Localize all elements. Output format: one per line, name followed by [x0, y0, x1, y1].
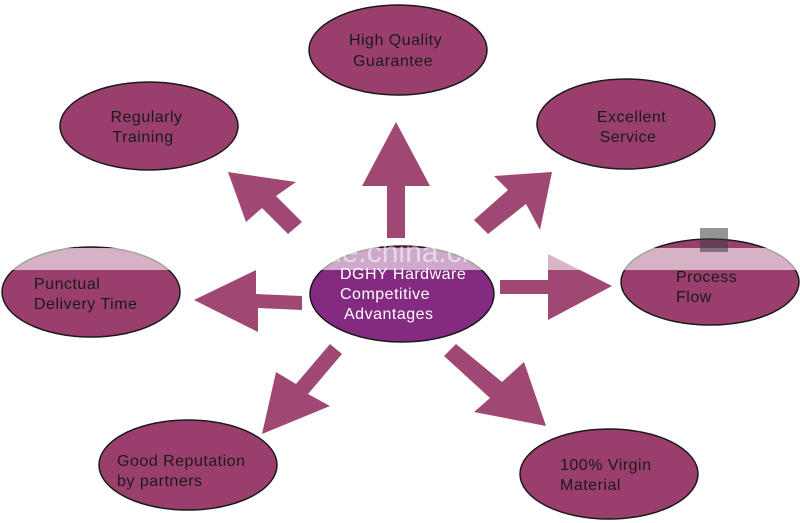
watermark-mark-left — [700, 228, 728, 252]
node-label: 100% Virgin Material — [560, 457, 656, 494]
arrow-down-left — [262, 344, 342, 434]
node-label: Punctual Delivery Time — [34, 276, 137, 313]
node-shape — [308, 4, 488, 96]
node-label-line: High Quality — [349, 32, 442, 49]
node-shape — [519, 428, 699, 520]
node-shape — [59, 81, 239, 171]
arrow-left — [194, 270, 302, 332]
arrow-up — [362, 122, 430, 238]
node-label: High Quality Guarantee — [349, 32, 447, 70]
center-label-line: DGHY Hardware — [340, 266, 466, 283]
node-good-reputation: Good Reputation by partners — [98, 419, 278, 511]
node-label-line: Punctual — [34, 276, 100, 293]
node-label-line: Delivery Time — [34, 296, 137, 313]
node-label-line: Training — [112, 129, 173, 146]
node-label-line: Process — [676, 269, 737, 286]
node-label-line: Guarantee — [353, 53, 433, 70]
node-label-line: Material — [560, 477, 621, 494]
arrow-up-right — [474, 172, 552, 234]
center-label-line: Competitive — [340, 286, 430, 303]
node-label-line: 100% Virgin — [560, 457, 651, 474]
arrows — [194, 122, 612, 434]
arrow-right — [500, 254, 612, 320]
watermark: trade.china.cn — [0, 228, 800, 270]
node-label-line: Regularly — [110, 109, 182, 126]
watermark-band — [0, 248, 800, 270]
node-label-line: Service — [600, 129, 657, 146]
node-high-quality: High Quality Guarantee — [308, 4, 488, 96]
node-label: Good Reputation by partners — [117, 453, 250, 490]
node-label: Regularly Training — [110, 109, 187, 146]
node-virgin-material: 100% Virgin Material — [519, 428, 699, 520]
node-label-line: Good Reputation — [117, 453, 245, 470]
node-shape — [536, 78, 716, 170]
node-label-line: by partners — [117, 473, 203, 490]
node-regularly-training: Regularly Training — [59, 81, 239, 171]
center-node-label: DGHY Hardware Competitive Advantages — [340, 266, 471, 323]
arrow-down-right — [444, 344, 546, 426]
watermark-text: trade.china.cn — [290, 236, 478, 269]
node-label: Excellent Service — [597, 109, 671, 146]
node-label-line: Flow — [676, 289, 712, 306]
node-excellent-service: Excellent Service — [536, 78, 716, 170]
center-label-line: Advantages — [344, 306, 434, 323]
node-shape — [98, 419, 278, 511]
node-label-line: Excellent — [597, 109, 666, 126]
node-label: Process Flow — [676, 269, 742, 306]
arrow-up-left — [228, 172, 302, 234]
